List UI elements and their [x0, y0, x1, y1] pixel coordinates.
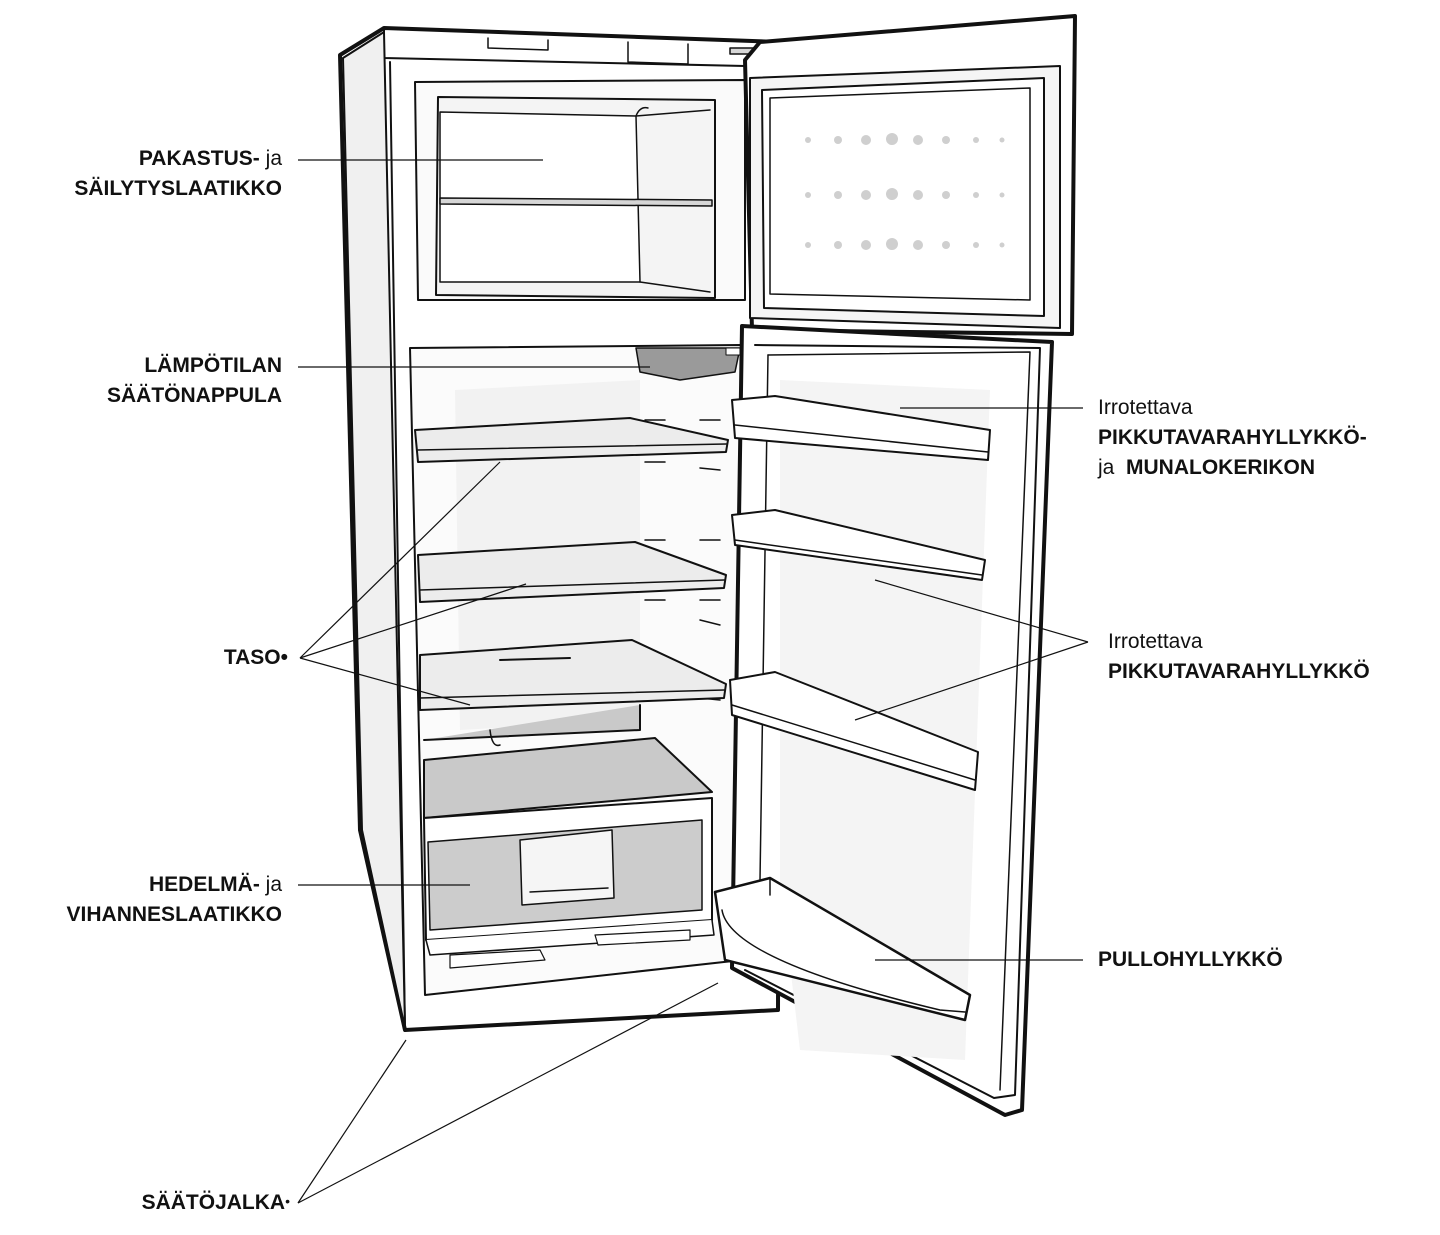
label-door-shelf: Irrotettava PIKKUTAVARAHYLLYKKÖ — [1108, 627, 1370, 687]
label-shelf: TASO• — [224, 643, 288, 673]
label-freezer-ja: ja — [259, 147, 282, 170]
label-door-shelf-egg-ja: ja — [1098, 456, 1115, 479]
fridge-door — [713, 324, 1054, 1117]
label-freezer-box: PAKASTUS- ja SÄILYTYSLAATIKKO — [74, 144, 282, 204]
label-door-shelf-egg: Irrotettava PIKKUTAVARAHYLLYKKÖ- ja MUNA… — [1098, 393, 1367, 483]
label-shelf-text: TASO — [223, 646, 281, 669]
label-bottle-shelf: PULLOHYLLYKKÖ — [1098, 945, 1283, 975]
label-bottle-shelf-text: PULLOHYLLYKKÖ — [1098, 948, 1283, 971]
leader-shelf-3 — [299, 657, 471, 706]
leader-door-shelf-1 — [874, 579, 1089, 643]
leader-shelf-1 — [299, 461, 501, 659]
label-door-shelf-line2: PIKKUTAVARAHYLLYKKÖ — [1108, 660, 1370, 683]
label-crisper: HEDELMÄ- ja VIHANNESLAATIKKO — [67, 870, 282, 930]
label-foot-marker: • — [285, 1193, 290, 1209]
fridge-compartment — [409, 344, 743, 996]
leader-lines — [297, 159, 1089, 1204]
label-freezer-line1: PAKASTUS- — [138, 147, 260, 170]
label-door-shelf-egg-line3: MUNALOKERIKON — [1114, 456, 1316, 479]
freezer-door — [743, 14, 1077, 336]
leader-door-shelf-2 — [854, 641, 1089, 721]
label-shelf-marker: • — [280, 646, 288, 669]
freezer-door-dimples — [805, 133, 1005, 250]
label-door-shelf-line1: Irrotettava — [1108, 630, 1203, 653]
label-thermostat-line1: LÄMPÖTILAN — [144, 354, 282, 377]
leader-foot-1 — [297, 1039, 407, 1204]
label-foot: SÄÄTÖJALKA• — [142, 1188, 290, 1218]
label-crisper-ja: ja — [259, 873, 282, 896]
label-crisper-line1: HEDELMÄ- — [148, 873, 260, 896]
label-freezer-line2: SÄILYTYSLAATIKKO — [74, 177, 282, 200]
leader-shelf-2 — [299, 583, 527, 659]
label-thermostat-line2: SÄÄTÖNAPPULA — [106, 384, 282, 407]
freezer-compartment — [414, 79, 746, 301]
label-foot-text: SÄÄTÖJALKA — [141, 1191, 286, 1214]
label-crisper-line2: VIHANNESLAATIKKO — [66, 903, 282, 926]
label-door-shelf-egg-line2: PIKKUTAVARAHYLLYKKÖ- — [1098, 426, 1367, 449]
label-thermostat: LÄMPÖTILAN SÄÄTÖNAPPULA — [107, 351, 282, 411]
label-door-shelf-egg-line1: Irrotettava — [1098, 396, 1193, 419]
leader-foot-2 — [297, 982, 719, 1204]
